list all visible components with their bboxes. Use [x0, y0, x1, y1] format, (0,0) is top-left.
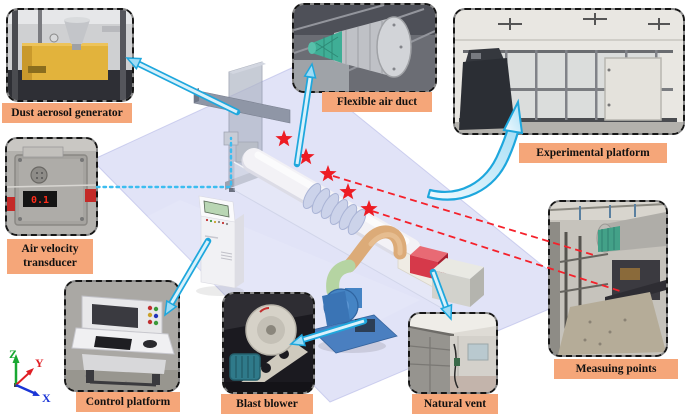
svg-text:Y: Y [35, 356, 44, 370]
label-air-velocity-transducer: Air velocity transducer [7, 239, 93, 274]
photo-dust-aerosol-generator [6, 8, 134, 102]
led-display-value: 0.1 [31, 195, 49, 206]
led-display [23, 191, 57, 207]
photo-control-platform [64, 280, 180, 392]
photo-natural-vent [408, 312, 498, 394]
ceiling-fan-icon [498, 13, 670, 30]
transducer-3d [223, 131, 239, 146]
label-blast-blower: Blast blower [221, 394, 313, 414]
label-control-platform: Control platform [76, 392, 180, 413]
gray-vent-box [432, 258, 484, 307]
label-experimental-platform: Experimental platform [519, 143, 667, 164]
label-natural-vent: Natural vent [412, 394, 498, 414]
photo-experimental-platform [453, 8, 685, 135]
photo-blast-blower [222, 292, 315, 394]
label-measuring-points: Measuing points [554, 359, 678, 380]
axis-x: X [15, 383, 51, 405]
photo-measuring-points [548, 200, 668, 357]
svg-text:X: X [42, 391, 51, 405]
axis-triad-icon: Z Y X [9, 347, 51, 405]
photo-air-velocity-transducer: 0.1 [5, 137, 98, 236]
photo-flexible-air-duct [292, 3, 437, 93]
axis-y: Y [15, 356, 44, 386]
svg-text:Z: Z [9, 347, 17, 361]
label-dust-aerosol-generator: Dust aerosol generator [2, 103, 132, 124]
label-flexible-air-duct: Flexible air duct [322, 92, 432, 113]
axis-z: Z [9, 347, 20, 385]
